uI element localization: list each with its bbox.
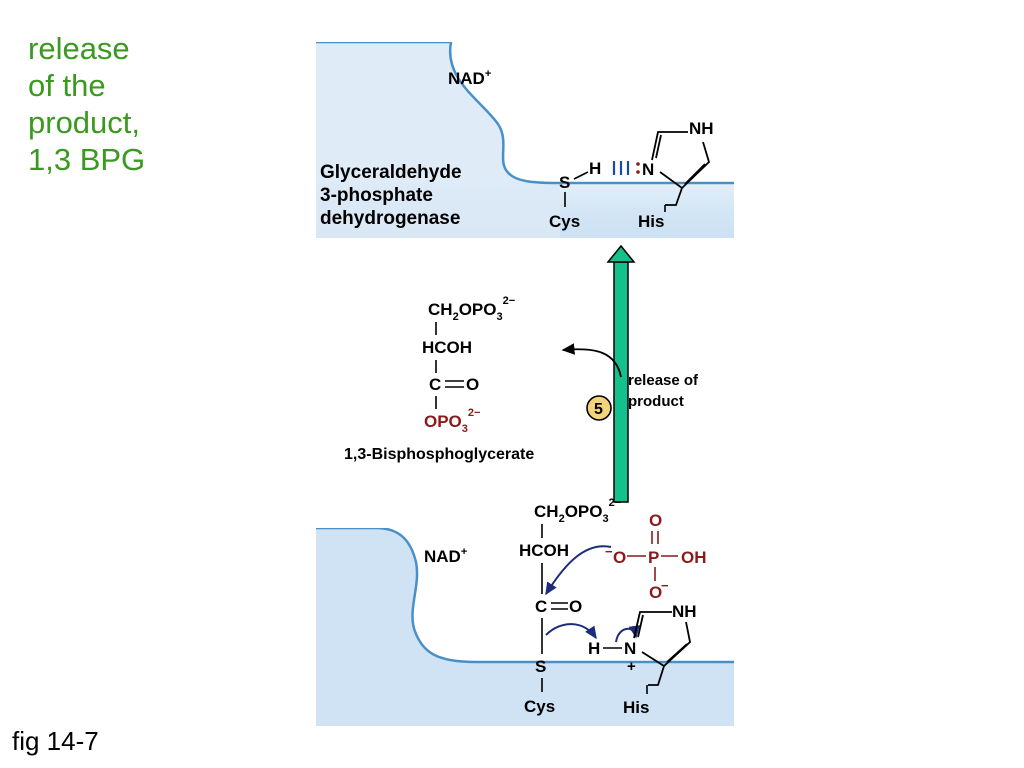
svg-text:−: − (661, 578, 669, 593)
slide-title: release of the product, 1,3 BPG (28, 30, 145, 178)
top-nad-label: NAD+ (448, 68, 491, 88)
svg-text:O: O (569, 597, 582, 616)
title-line-2: of the (28, 68, 106, 103)
svg-text:O: O (649, 511, 662, 530)
title-line-3: product, (28, 105, 141, 140)
svg-text:C: C (535, 597, 547, 616)
top-his-label: His (638, 212, 664, 231)
svg-text:O: O (649, 583, 662, 602)
svg-text:S: S (535, 657, 546, 676)
bottom-nad-label: NAD+ (424, 546, 467, 566)
title-line-4: 1,3 BPG (28, 142, 146, 177)
svg-text:−: − (605, 544, 613, 559)
bottom-hydrogen: H (588, 639, 600, 658)
thioester-intermediate: CH2OPO32− HCOH C O S Cys (519, 497, 621, 716)
top-sulfur: S (559, 173, 570, 192)
bottom-cys-label: Cys (524, 697, 555, 716)
product-release-curve (561, 343, 622, 378)
bottom-plus-charge: + (627, 658, 636, 675)
figure-caption: fig 14-7 (12, 726, 99, 756)
bottom-imidazole-nh: NH (672, 602, 697, 621)
step-badge: 5 (586, 395, 612, 421)
electron-shift-arrow-1 (545, 623, 597, 640)
svg-text:5: 5 (594, 401, 603, 418)
bottom-imidazole-n: N (624, 639, 636, 658)
step-label-line-1: release of (628, 372, 699, 389)
bottom-his-label: His (623, 698, 649, 717)
top-imidazole-ring (651, 131, 711, 206)
top-hydrogen: H (589, 159, 601, 178)
svg-text:CH2OPO32−: CH2OPO32− (534, 497, 621, 525)
top-imidazole-n: N (642, 160, 654, 179)
reaction-figure: Glyceraldehyde 3-phosphate dehydrogenase… (316, 42, 734, 726)
phosphate-group: O − O P OH O − (605, 511, 707, 602)
enzyme-label-line-1: Glyceraldehyde (320, 162, 462, 183)
svg-text:HCOH: HCOH (519, 541, 569, 560)
hydrogen-bond-dashes (612, 161, 630, 175)
enzyme-label-line-2: 3-phosphate (320, 185, 433, 206)
title-line-1: release (28, 31, 130, 66)
top-cys-label: Cys (549, 212, 580, 231)
svg-text:HCOH: HCOH (422, 338, 472, 357)
nucleophilic-attack-arrow (545, 545, 612, 596)
product-name: 1,3-Bisphosphoglycerate (344, 446, 534, 463)
svg-text:C: C (429, 375, 441, 394)
svg-text:CH2OPO32−: CH2OPO32− (428, 295, 515, 323)
product-molecule: CH2OPO32− HCOH C O OPO32− (422, 295, 515, 435)
svg-text:O: O (466, 375, 479, 394)
top-imidazole-nh: NH (689, 119, 714, 138)
release-arrow (606, 244, 636, 503)
svg-text:P: P (648, 548, 659, 567)
svg-text:OH: OH (681, 548, 707, 567)
step-label-line-2: product (628, 393, 684, 410)
enzyme-label-line-3: dehydrogenase (320, 208, 460, 229)
bottom-imidazole-ring (633, 611, 691, 686)
svg-text:OPO32−: OPO32− (424, 407, 480, 435)
svg-text:O: O (613, 548, 626, 567)
